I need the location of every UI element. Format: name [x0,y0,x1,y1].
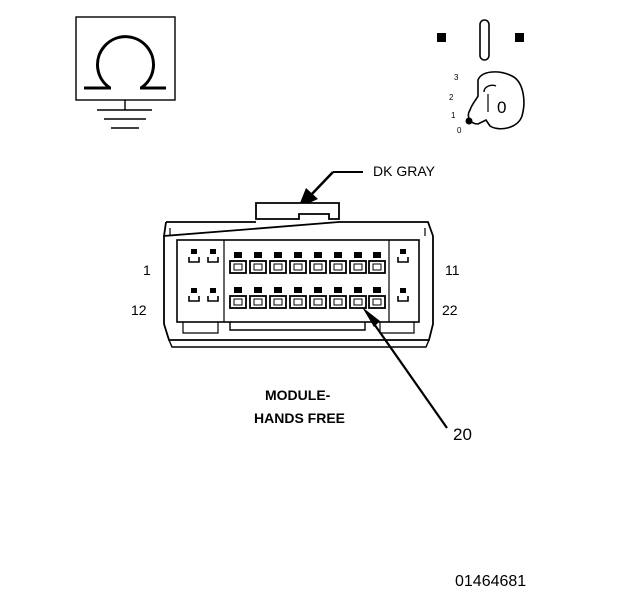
pin-label-11: 11 [445,262,460,278]
pin-cavity [207,249,219,263]
connector-pins-top-row [188,249,409,274]
ohmmeter-ground-icon [75,16,176,129]
key-position-0: 0 [457,126,462,135]
pin-terminal [349,287,367,309]
pin-terminal [249,287,267,309]
pin-terminal [309,287,327,309]
pin-terminal [368,252,386,274]
pin-terminal [309,252,327,274]
pin-cavity [207,288,219,302]
callout-leader [362,307,448,429]
pin-terminal [349,252,367,274]
pin-terminal [368,287,386,309]
pin-terminal [269,287,287,309]
figure-number: 01464681 [455,573,527,590]
pin-terminal [329,252,347,274]
pin-terminal [229,252,247,274]
pin-terminal [229,287,247,309]
pin-terminal [289,252,307,274]
key-position-3: 3 [454,73,459,82]
pin-cavity [188,288,200,302]
pin-cavity [397,288,409,302]
pin-terminal [269,252,287,274]
pin-label-1: 1 [143,262,151,278]
pin-label-22: 22 [442,302,458,318]
pin-label-12: 12 [131,302,147,318]
key-position-2: 2 [449,93,454,102]
ignition-key-icon [437,19,525,130]
wire-color-label: DK GRAY [373,163,435,179]
pin-terminal [329,287,347,309]
connector-pins-bottom-row [188,287,409,309]
pin-terminal [289,287,307,309]
key-label: 0 [497,98,506,117]
key-position-1: 1 [451,111,456,120]
connector-icon [163,202,434,348]
pin-terminal [249,252,267,274]
pin-cavity [188,249,200,263]
module-name-line1: MODULE- [265,387,331,403]
pin-cavity [397,249,409,263]
callout-pin-number: 20 [453,425,472,444]
module-name-line2: HANDS FREE [254,410,346,426]
